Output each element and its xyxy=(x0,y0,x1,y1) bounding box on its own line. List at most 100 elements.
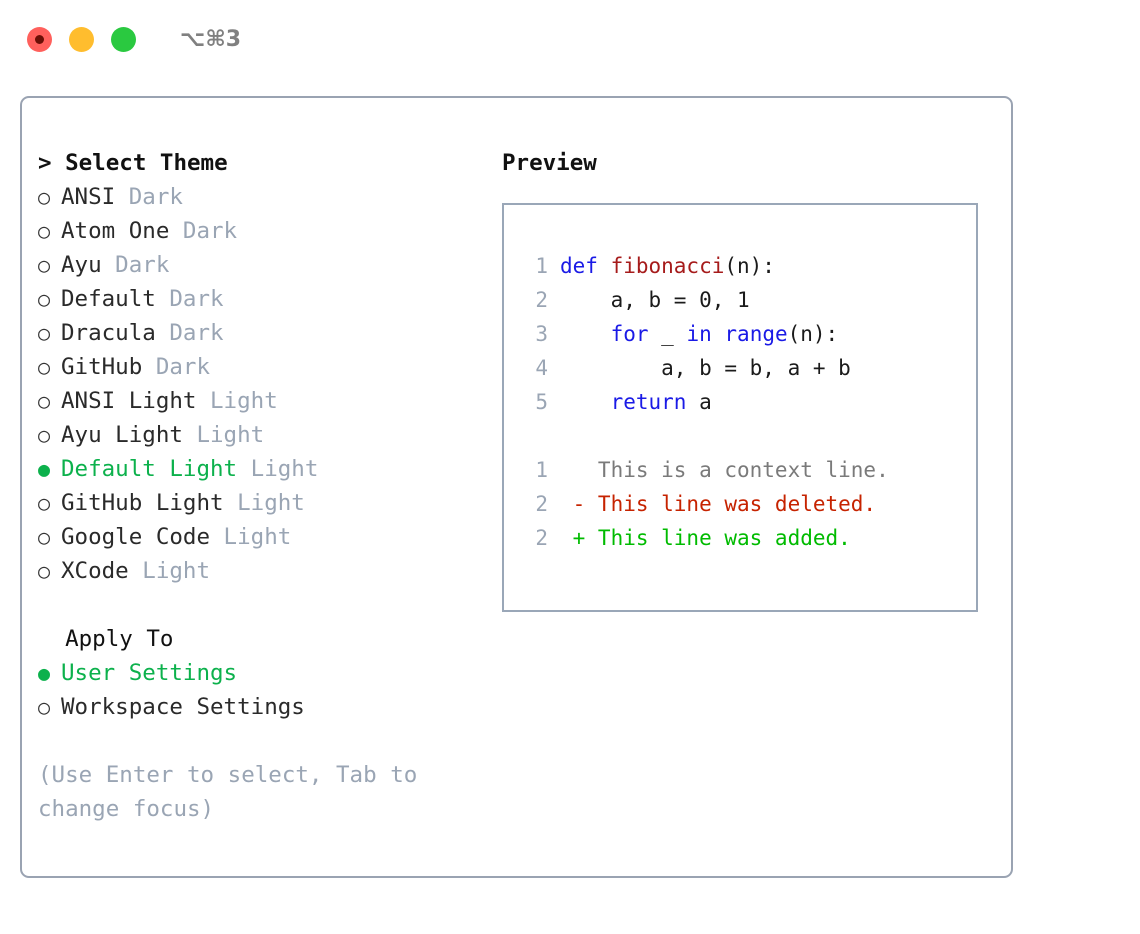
close-button[interactable] xyxy=(27,26,52,52)
theme-option-variant: Light xyxy=(210,524,292,550)
theme-option-xcode[interactable]: ○ XCode Light xyxy=(38,554,498,588)
theme-option-ayu-light[interactable]: ○Ayu Light Light xyxy=(38,418,498,452)
code-token: a, b = b, a + b xyxy=(560,356,851,380)
line-number: 1 xyxy=(535,458,548,482)
preview-heading: Preview xyxy=(502,150,597,176)
code-token: _ xyxy=(648,322,687,346)
radio-unselected-icon: ○ xyxy=(38,559,51,583)
theme-option-variant: Light xyxy=(237,456,319,482)
code-token xyxy=(712,322,725,346)
zoom-button[interactable] xyxy=(111,26,136,52)
theme-option-ansi[interactable]: ○ ANSI Dark xyxy=(38,180,498,214)
apply-to-option-workspace-settings[interactable]: ○Workspace Settings xyxy=(38,690,498,724)
line-content: + This line was added. xyxy=(560,521,851,555)
line-content: a, b = 0, 1 xyxy=(560,283,750,317)
focus-dot-icon xyxy=(35,34,44,44)
theme-option-github-light[interactable]: ○ GitHub Light Light xyxy=(38,486,498,520)
code-token: This is a context line. xyxy=(560,458,889,482)
line-content: This is a context line. xyxy=(560,453,889,487)
apply-to-option-user-settings[interactable]: ● User Settings xyxy=(38,656,498,690)
radio-unselected-icon: ○ xyxy=(38,491,51,515)
radio-unselected-icon: ○ xyxy=(38,253,51,277)
main-panel: > Select Theme ○ANSI Dark○Atom One Dark○… xyxy=(20,96,1013,878)
code-token: a xyxy=(686,390,712,414)
theme-option-variant: Light xyxy=(182,422,265,448)
theme-option-label: Default Light xyxy=(61,456,238,482)
line-number: 2 xyxy=(535,492,548,516)
radio-unselected-icon: ○ xyxy=(38,219,51,243)
diff-line: 1 This is a context line. xyxy=(518,453,976,487)
theme-option-label: GitHub xyxy=(61,354,143,380)
code-token: (n): xyxy=(787,322,839,346)
preview-column: Preview 1 def fibonacci(n): 2 a, b = 0, 1 3… xyxy=(502,146,992,612)
diff-sample: 1 This is a context line.2 - This line w… xyxy=(518,453,976,555)
theme-option-label: Ayu xyxy=(61,252,102,278)
line-number: 2 xyxy=(535,526,548,550)
code-token: def xyxy=(560,254,611,278)
theme-option-ayu[interactable]: ○Ayu Dark xyxy=(38,248,498,282)
line-number: 5 xyxy=(535,390,548,414)
theme-option-default-light[interactable]: ●Default Light Light xyxy=(38,452,498,486)
apply-to-option-label: User Settings xyxy=(61,660,238,686)
theme-option-ansi-light[interactable]: ○ANSI Light Light xyxy=(38,384,498,418)
code-token: range xyxy=(724,322,788,346)
titlebar: ⌥⌘3 xyxy=(0,0,1140,78)
theme-option-label: Ayu Light xyxy=(61,422,183,448)
code-token: a, b = 0, 1 xyxy=(560,288,750,312)
apply-to-option-list[interactable]: ● User Settings ○Workspace Settings xyxy=(38,656,498,724)
code-line: 3 for _ in range(n): xyxy=(518,317,976,351)
radio-unselected-icon: ○ xyxy=(38,389,51,413)
select-theme-heading: > Select Theme xyxy=(38,150,228,176)
theme-option-google-code[interactable]: ○Google Code Light xyxy=(38,520,498,554)
line-content: a, b = b, a + b xyxy=(560,351,851,385)
theme-option-default[interactable]: ○ Default Dark xyxy=(38,282,498,316)
theme-option-variant: Light xyxy=(223,490,305,516)
code-token xyxy=(560,390,611,414)
radio-selected-icon: ● xyxy=(38,661,51,685)
theme-option-variant: Dark xyxy=(155,320,224,346)
theme-selector-column: > Select Theme ○ANSI Dark○Atom One Dark○… xyxy=(38,146,498,826)
minimize-button[interactable] xyxy=(69,26,94,52)
theme-option-label: Google Code xyxy=(61,524,211,550)
code-token xyxy=(560,322,611,346)
window-controls xyxy=(27,26,136,52)
keyboard-shortcut-label: ⌥⌘3 xyxy=(180,26,242,52)
diff-line: 2 - This line was deleted. xyxy=(518,487,976,521)
line-content: return a xyxy=(560,385,712,419)
radio-unselected-icon: ○ xyxy=(38,355,51,379)
preview-panel: 1 def fibonacci(n): 2 a, b = 0, 1 3 for _ i… xyxy=(502,203,978,612)
line-number: 3 xyxy=(535,322,548,346)
theme-option-atom-one[interactable]: ○Atom One Dark xyxy=(38,214,498,248)
theme-option-list[interactable]: ○ANSI Dark○Atom One Dark○Ayu Dark○Defaul… xyxy=(38,180,498,588)
code-token: return xyxy=(610,390,687,414)
code-line: 5 return a xyxy=(518,385,976,419)
code-line: 4 a, b = b, a + b xyxy=(518,351,976,385)
code-token: + This line was added. xyxy=(560,526,851,550)
theme-option-variant: Dark xyxy=(115,184,183,210)
line-number: 4 xyxy=(535,356,548,380)
line-content: def fibonacci(n): xyxy=(560,249,775,283)
diff-line: 2 + This line was added. xyxy=(518,521,976,555)
line-content: - This line was deleted. xyxy=(560,487,876,521)
theme-option-variant: Dark xyxy=(142,354,211,380)
theme-option-label: Dracula xyxy=(61,320,156,346)
line-number: 1 xyxy=(535,254,548,278)
radio-unselected-icon: ○ xyxy=(38,287,51,311)
code-token: for xyxy=(610,322,649,346)
theme-option-label: XCode xyxy=(61,558,129,584)
code-token: in xyxy=(686,322,712,346)
theme-option-variant: Light xyxy=(196,388,278,414)
theme-option-dracula[interactable]: ○Dracula Dark xyxy=(38,316,498,350)
theme-option-variant: Dark xyxy=(155,286,224,312)
code-diff-spacer xyxy=(518,419,976,453)
theme-option-label: ANSI xyxy=(61,184,116,210)
theme-option-variant: Dark xyxy=(169,218,238,244)
theme-option-github[interactable]: ○ GitHub Dark xyxy=(38,350,498,384)
theme-option-label: Default xyxy=(61,286,156,312)
code-token: - This line was deleted. xyxy=(560,492,877,516)
theme-option-label: GitHub Light xyxy=(61,490,224,516)
radio-unselected-icon: ○ xyxy=(38,185,51,209)
theme-option-variant: Light xyxy=(128,558,211,584)
